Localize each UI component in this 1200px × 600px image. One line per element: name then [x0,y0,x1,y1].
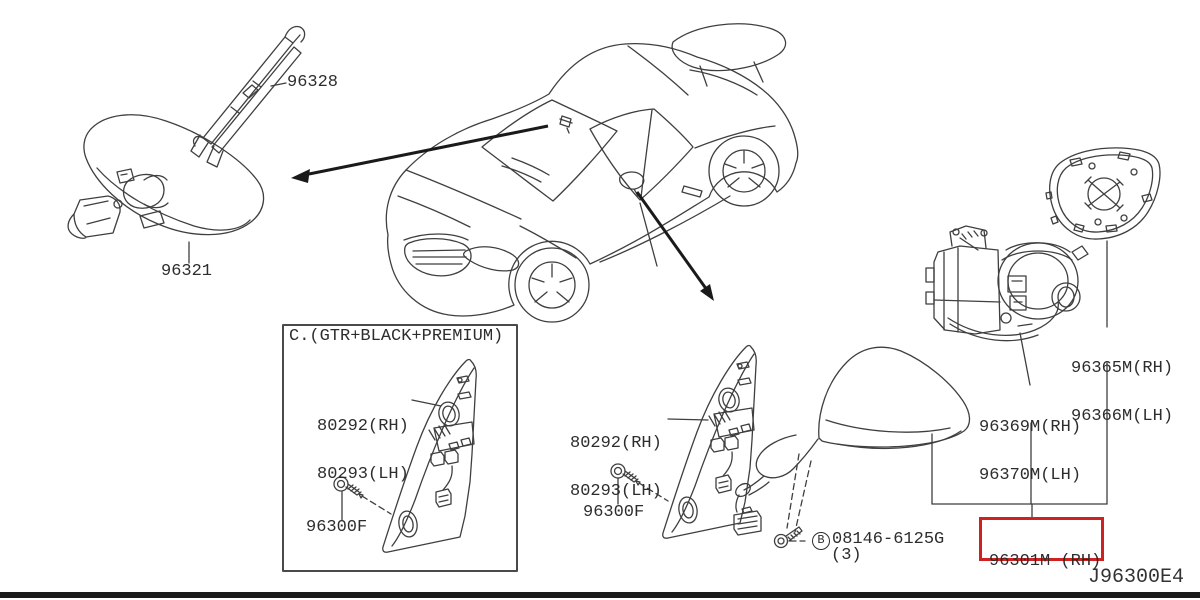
mirror-glass-drawing [1045,147,1161,240]
variant-box [282,324,518,572]
inside-mirror-drawing [67,114,265,264]
variant-box-title: C.(GTR+BLACK+PREMIUM) [289,327,504,346]
callout-corner-cover-lh: 80293(LH) [570,482,662,501]
mirror-actuator-drawing [925,225,1089,342]
corner-cover-boxed-drawing [333,358,477,553]
callout-mirror-actuator-rh: 96369M(RH) [979,418,1082,437]
callout-mounting-bolt: 08146-6125G [832,530,945,549]
inside-mirror-bracket-drawing [190,25,306,168]
callout-mirror-actuator-lh: 96370M(LH) [979,466,1082,485]
callout-corner-cover-boxed-screw: 96300F [306,518,368,537]
bolt-prefix-circle: B [812,532,830,550]
car-drawing [385,23,799,323]
callout-corner-cover-screw: 96300F [583,503,645,522]
callout-mirror-actuator: 96369M(RH) 96370M(LH) [979,388,1081,500]
callout-inside-mirror: 96321 [161,262,213,281]
highlight-box: 96301M (RH) 96302M(LH) [979,517,1104,570]
callout-inside-mirror-bracket: 96328 [287,73,339,92]
arrow-to-inside-mirror [291,124,549,183]
corner-cover-drawing [610,344,757,539]
callout-mirror-glass-lh: 96366M(LH) [1071,407,1174,426]
callout-corner-cover: 80292(RH) 80293(LH) [570,404,662,516]
callout-door-mirror-assembly: 96301M (RH) 96302M(LH) [989,522,1101,600]
callout-mirror-glass: 96365M(RH) 96366M(LH) [1071,329,1173,441]
callout-mirror-glass-rh: 96365M(RH) [1071,359,1174,378]
callout-corner-cover-boxed: 80292(RH) 80293(LH) [317,387,409,499]
bottom-bar [0,592,1200,598]
callout-corner-cover-boxed-lh: 80293(LH) [317,465,409,484]
callout-corner-cover-boxed-rh: 80292(RH) [317,417,409,436]
callout-corner-cover-rh: 80292(RH) [570,434,662,453]
callout-door-mirror-assembly-rh: 96301M (RH) [989,552,1102,571]
arrow-to-door-mirror [635,191,714,301]
door-mirror-assembly-drawing [733,346,971,549]
callout-mounting-bolt-qty: (3) [831,546,862,565]
callout-bracket-lines [931,240,1108,518]
diagram-code: J96300E4 [1088,566,1185,589]
